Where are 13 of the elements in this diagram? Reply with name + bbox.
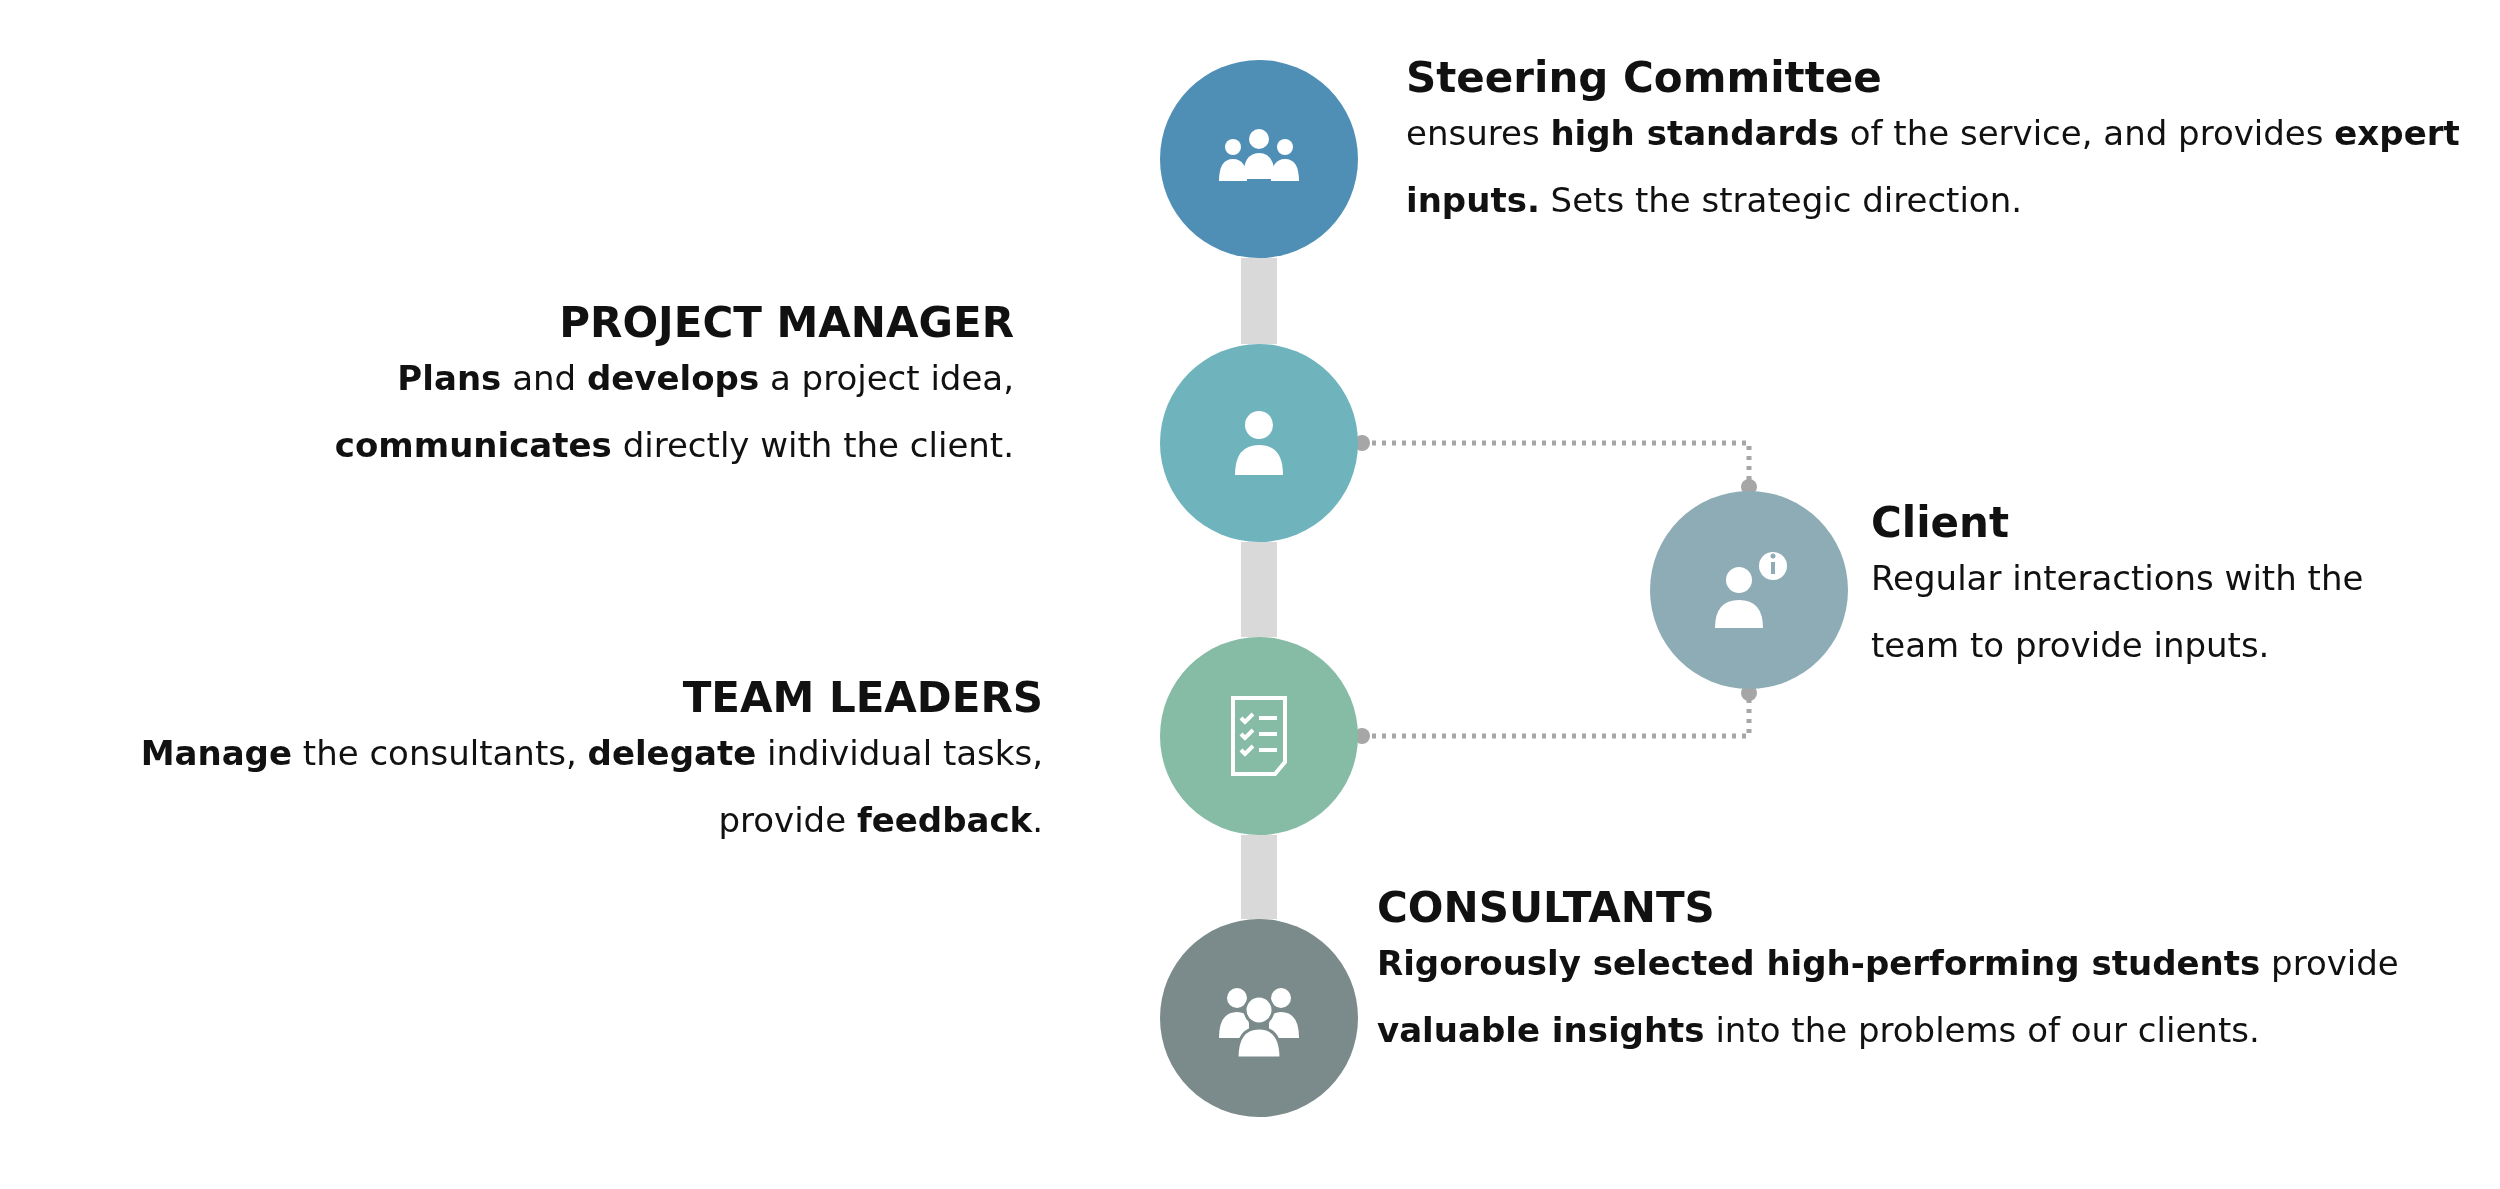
role-heading: PROJECT MANAGER [559,297,1014,349]
role-description: Plans and develops a project idea, communicates directly with the client. [333,357,1014,467]
connector-bar [1241,542,1277,637]
role-heading: TEAM LEADERS [682,672,1043,724]
role-description: Manage the consultants, delegate individual tasks, provide feedback. [140,732,1043,842]
role-description: Regular interactions with the team to provide inputs. [1871,557,2365,667]
role-description: Rigorously selected high-performing students provide valuable insights into the problems of our clients. [1377,942,2400,1052]
connector-bar [1241,835,1277,919]
role-description: ensures high standards of the service, and provides expert inputs. Sets the strategic direction. [1406,112,2461,222]
role-heading: Steering Committee [1406,52,1882,104]
connector-bar [1241,258,1277,344]
role-heading: CONSULTANTS [1377,882,1715,934]
role-heading: Client [1871,497,2010,549]
